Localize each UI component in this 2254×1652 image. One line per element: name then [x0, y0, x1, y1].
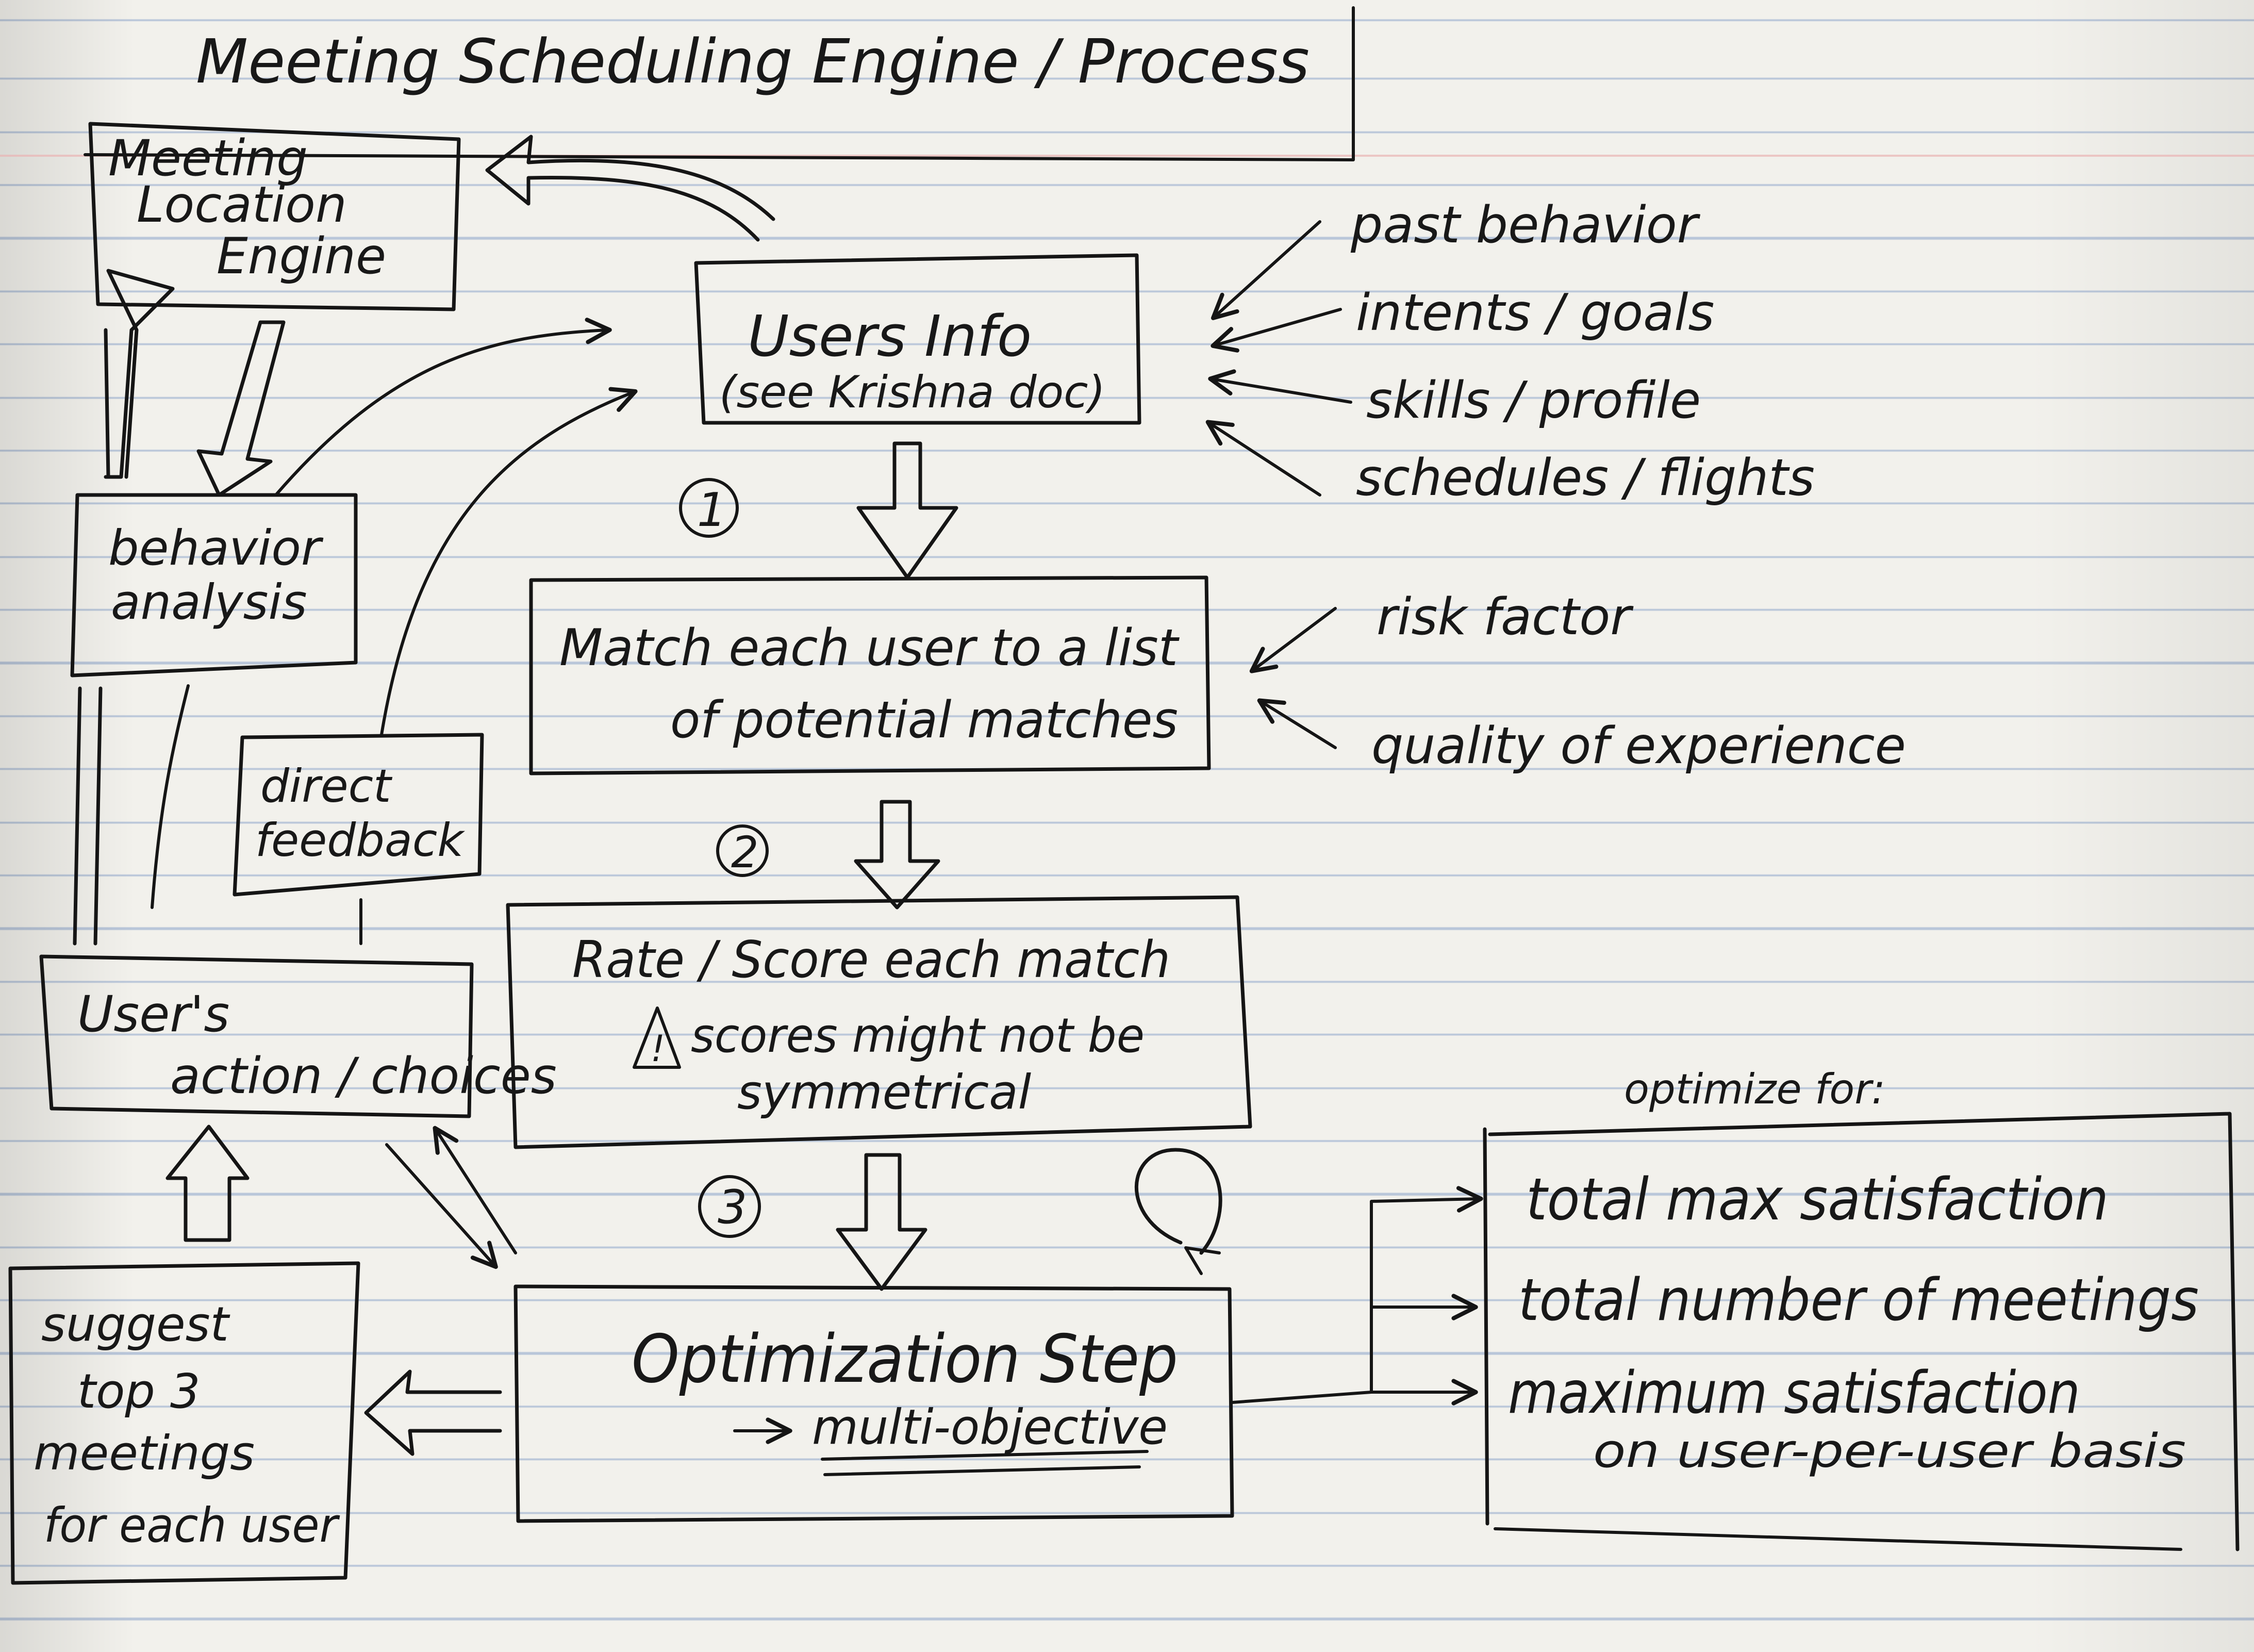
direct-feedback-node: direct feedback [233, 733, 484, 945]
svg-text:risk factor quality of e: risk factor quality of experience [1371, 588, 1906, 775]
svg-text:total max satisfaction t: total max satisfaction total number of m… [1508, 1166, 2217, 1478]
node-line: of potential matches [670, 691, 1178, 750]
node-line: feedback [255, 814, 465, 867]
node-line: Engine [217, 227, 386, 285]
diagram-title: Meeting Scheduling Engine / Process [196, 26, 1310, 97]
node-line: meetings [34, 1426, 255, 1481]
meeting-location-engine-node: Meeting Location Engine [88, 122, 461, 311]
optimize-item: on user-per-user basis [1593, 1424, 2186, 1478]
rate-score-node: Rate / Score each match ! scores might n… [506, 895, 1252, 1149]
behavior-analysis-node: behavior analysis [70, 493, 358, 678]
node-line: User's [77, 985, 229, 1043]
title-block: Meeting Scheduling Engine / Process [84, 6, 1355, 161]
node-line: analysis [111, 574, 307, 631]
input-label: quality of experience [1371, 717, 1906, 775]
node-line: for each user [44, 1498, 340, 1553]
node-line: Rate / Score each match [572, 931, 1170, 989]
input-label: skills / profile [1366, 371, 1701, 430]
svg-text:Meeting Location E: Meeting Location Engine [108, 129, 386, 285]
optimize-title: optimize for: [1624, 1065, 1885, 1113]
node-note-line: scores might not be [691, 1008, 1145, 1063]
svg-text:Users Info (see Krishna: Users Info (see Krishna doc) [719, 303, 1105, 418]
input-label: past behavior [1350, 196, 1701, 255]
node-line: top 3 [77, 1364, 201, 1419]
node-line: Match each user to a list [559, 619, 1180, 678]
node-line: Optimization Step [632, 1321, 1178, 1398]
connectors [73, 135, 775, 1456]
node-subtitle: multi-objective [812, 1399, 1168, 1456]
svg-text:Rate / Score each match: Rate / Score each match [572, 931, 1170, 989]
node-line: behavior [108, 520, 324, 576]
node-line: direct [260, 759, 393, 813]
suggest-node: suggest top 3 meetings for each user [8, 1261, 360, 1585]
svg-text:behavior analysis: behavior analysis [108, 520, 336, 631]
step-1: 1 [679, 441, 958, 580]
optimization-node: Optimization Step multi-objective [513, 1284, 1234, 1523]
users-info-inputs: past behavior intents / goals skills / p… [1205, 196, 1815, 507]
step-2: 2 [716, 800, 940, 910]
svg-text:scores might not be symm: scores might not be symmetrical [691, 1008, 1159, 1120]
step-number: 2 [731, 827, 758, 878]
node-line: Location [137, 176, 347, 234]
node-line: Users Info [748, 303, 1032, 369]
loop-icon [1135, 1148, 1222, 1255]
users-info-node: Users Info (see Krishna doc) [694, 253, 1141, 425]
step-3: 3 [698, 1148, 1222, 1291]
input-label: intents / goals [1356, 284, 1714, 342]
users-actions-node: User's action / choices [39, 954, 557, 1118]
optimize-item: total max satisfaction [1526, 1166, 2109, 1233]
svg-text:suggest top 3 meet: suggest top 3 meetings for each user [34, 1297, 340, 1553]
step-number: 1 [697, 483, 726, 537]
step-number: 3 [718, 1180, 747, 1234]
input-label: schedules / flights [1356, 449, 1815, 507]
node-line: (see Krishna doc) [719, 367, 1105, 418]
optimize-item: maximum satisfaction [1508, 1360, 2080, 1427]
input-label: risk factor [1377, 588, 1634, 647]
margin-line [0, 155, 2254, 157]
svg-text:User's action / choices: User's action / choices [77, 985, 557, 1105]
optimize-for-panel: optimize for: total max satisfaction tot… [1231, 1065, 2240, 1551]
node-line: suggest [41, 1297, 230, 1352]
match-inputs: risk factor quality of experience [1249, 588, 1906, 775]
node-line: Meeting [108, 129, 308, 187]
optimize-item: total number of meetings [1518, 1267, 2199, 1334]
match-node: Match each user to a list of potential m… [529, 575, 1211, 775]
warning-icon: ! [633, 1006, 681, 1070]
svg-text:direct feedback: direct feedback [255, 759, 465, 867]
node-line: action / choices [170, 1047, 557, 1105]
node-note-line: symmetrical [737, 1065, 1032, 1120]
svg-text:!: ! [651, 1028, 665, 1070]
svg-text:past behavior intents /: past behavior intents / goals skills / p… [1350, 196, 1815, 507]
svg-text:Match each user to a list: Match each user to a list of potential m… [559, 619, 1194, 750]
